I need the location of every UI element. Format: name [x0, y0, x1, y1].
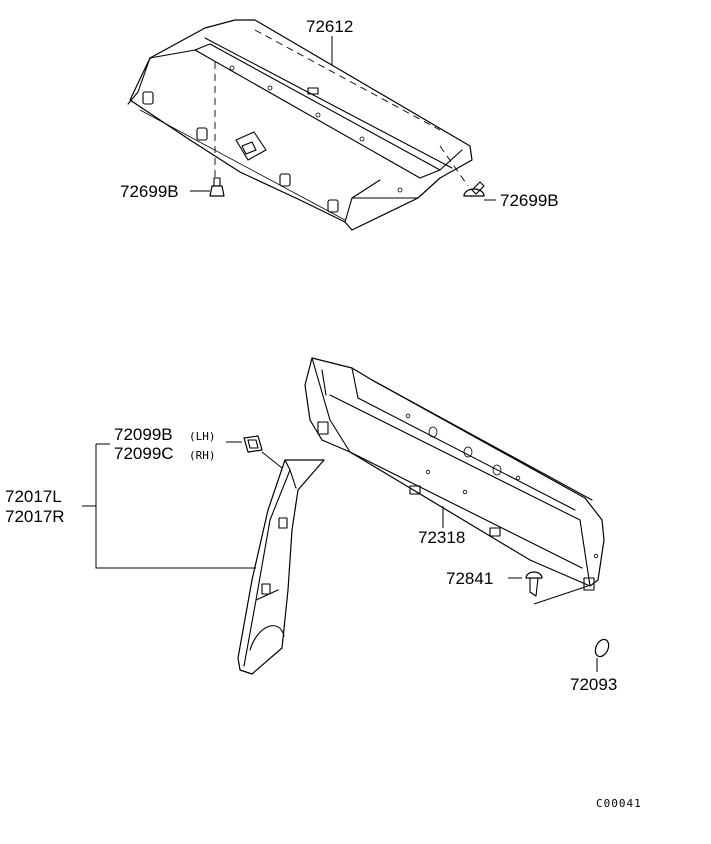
- pin-72841[interactable]: [525, 571, 543, 597]
- panel-72318-clips: [317, 421, 595, 591]
- clip-72699b-left[interactable]: [209, 177, 225, 197]
- label-72099c: 72099C: [114, 444, 174, 463]
- label-72099c-side: (RH): [189, 449, 216, 462]
- label-72017r: 72017R: [5, 507, 65, 526]
- diagram-code: C00041: [596, 797, 642, 810]
- label-72699b-left: 72699B: [120, 182, 179, 201]
- trim-panel-72318[interactable]: [304, 357, 605, 591]
- label-72699b-right: 72699B: [500, 191, 559, 210]
- label-72099b: 72099B: [114, 425, 173, 444]
- label-72017l: 72017L: [5, 487, 62, 506]
- pillar-trim-72017[interactable]: [237, 459, 325, 675]
- cap-72093[interactable]: [593, 637, 611, 658]
- panel-clips: [142, 87, 339, 213]
- clip-72699b-right[interactable]: [463, 181, 485, 197]
- label-72318: 72318: [418, 528, 465, 547]
- label-72093: 72093: [570, 675, 617, 694]
- label-72841: 72841: [446, 569, 493, 588]
- clip-72099[interactable]: [243, 435, 263, 453]
- trim-panel-72612[interactable]: [127, 19, 473, 231]
- label-72612: 72612: [306, 17, 353, 36]
- panel-holes: [229, 65, 403, 193]
- label-72099b-side: (LH): [189, 430, 216, 443]
- panel-72318-holes: [405, 413, 599, 559]
